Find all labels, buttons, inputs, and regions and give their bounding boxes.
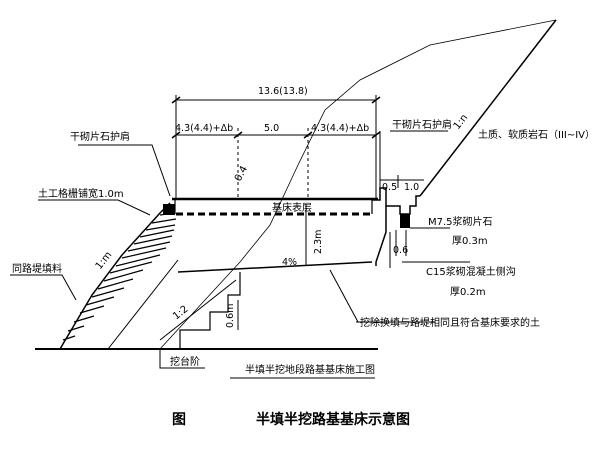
label-embankment: 同路堤填料 — [12, 262, 62, 275]
dim-right-small-1: 0.5 — [382, 182, 397, 193]
slope-step: 1:2 — [171, 304, 190, 323]
dim-h1: 2.3m — [313, 230, 324, 254]
label-soil: 土质、软质岩石（III~IV） — [478, 128, 595, 141]
left-shoulder-block — [163, 204, 175, 215]
dim-h2: 0.6m — [225, 304, 236, 328]
label-bed-surface: 基床表层 — [272, 201, 312, 214]
section-title: 半填半挖地段路基基床施工图 — [245, 363, 375, 376]
dim-depth: 0.6 — [393, 245, 408, 256]
label-left-shoulder: 干砌片石护肩 — [70, 130, 130, 143]
slope-inner: 0.4 — [233, 164, 250, 183]
label-m75: M7.5浆砌片石 — [428, 215, 493, 228]
caption-title: 半填半挖路基基床示意图 — [256, 411, 410, 428]
label-c15: C15浆砌混凝土侧沟 — [426, 265, 516, 278]
label-right-shoulder: 干砌片石护肩 — [392, 118, 452, 131]
caption-fig: 图 — [172, 412, 186, 428]
replacement-leader — [329, 269, 359, 323]
dim-total: 13.6(13.8) — [258, 86, 308, 97]
dim-mid: 5.0 — [264, 123, 279, 134]
fill-slope-line — [59, 202, 171, 350]
geogrid-hatching — [62, 212, 177, 341]
bed-bottom-line — [177, 261, 373, 273]
dim-left: 4.3(4.4)+Δb — [175, 123, 233, 134]
dim-right: 4.3(4.4)+Δb — [311, 123, 369, 134]
top-dimensions — [175, 95, 424, 268]
embankment-inner-line — [107, 259, 179, 350]
natural-ground-line — [159, 19, 557, 350]
slope-percent: 4% — [282, 257, 297, 268]
dim-right-small-2: 1.0 — [404, 182, 419, 193]
label-geogrid: 土工格栅铺宽1.0m — [38, 187, 124, 200]
ditch-wall-left — [375, 206, 387, 266]
ditch-fill — [400, 214, 410, 228]
label-m75-thick: 厚0.3m — [452, 235, 488, 247]
step-slope-line — [159, 279, 237, 341]
cut-slope-line — [419, 19, 557, 197]
leader-lines — [10, 130, 470, 369]
bench-steps — [150, 272, 241, 350]
slope-cut: 1:n — [452, 112, 471, 131]
label-bench: 挖台阶 — [170, 355, 200, 368]
label-c15-thick: 厚0.2m — [450, 286, 486, 298]
label-replacement: 挖除换填与路堤相同且符合基床要求的土 — [360, 316, 540, 329]
